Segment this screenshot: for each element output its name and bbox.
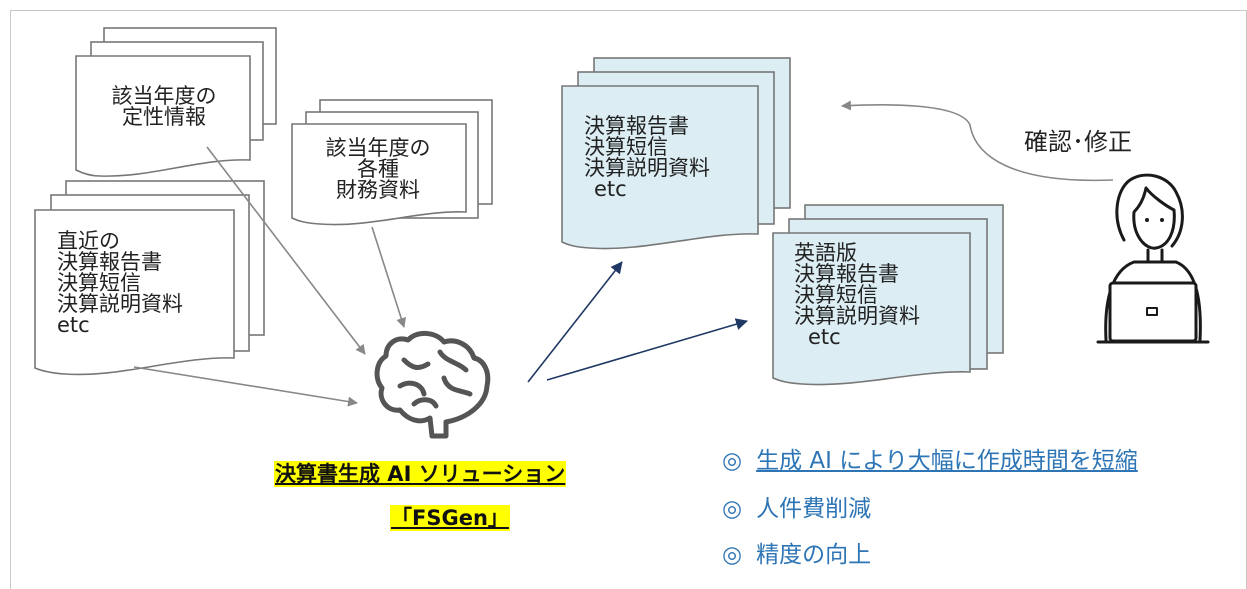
output-doc-label: 決算報告書 決算短信 決算説明資料 etc (584, 114, 710, 201)
benefit-link[interactable]: 生成 AI により大幅に作成時間を短縮 (756, 448, 1138, 474)
output-arrows (527, 261, 748, 383)
qualitative-doc-label: 該当年度の 定性情報 (111, 84, 217, 129)
solution-name: 「FSGen」 (390, 505, 510, 531)
prior-doc-label: 直近の 決算報告書 決算短信 決算説明資料 etc (57, 229, 183, 337)
qualitative-doc-stack-icon (75, 27, 277, 177)
benefit-item: ◎人件費削減 (722, 496, 872, 522)
person-at-laptop-icon (1096, 173, 1210, 344)
review-arrow (841, 100, 1114, 182)
english-doc-stack-icon (772, 204, 1004, 386)
benefit-item: ◎精度の向上 (722, 542, 872, 568)
brain-icon (374, 331, 491, 439)
benefit-item: ◎生成 AI により大幅に作成時間を短縮 (722, 448, 1138, 474)
financial-doc-label: 該当年度の 各種 財務資料 (325, 136, 431, 202)
input-arrows (133, 146, 407, 407)
review-label: 確認･修正 (1024, 128, 1132, 156)
prior-doc-stack-icon (34, 180, 265, 376)
english-doc-label: 英語版 決算報告書 決算短信 決算説明資料 etc (794, 241, 920, 349)
solution-title: 決算書生成 AI ソリューション (274, 461, 567, 487)
output-doc-stack-icon (561, 57, 791, 250)
financial-doc-stack-icon (291, 99, 493, 226)
